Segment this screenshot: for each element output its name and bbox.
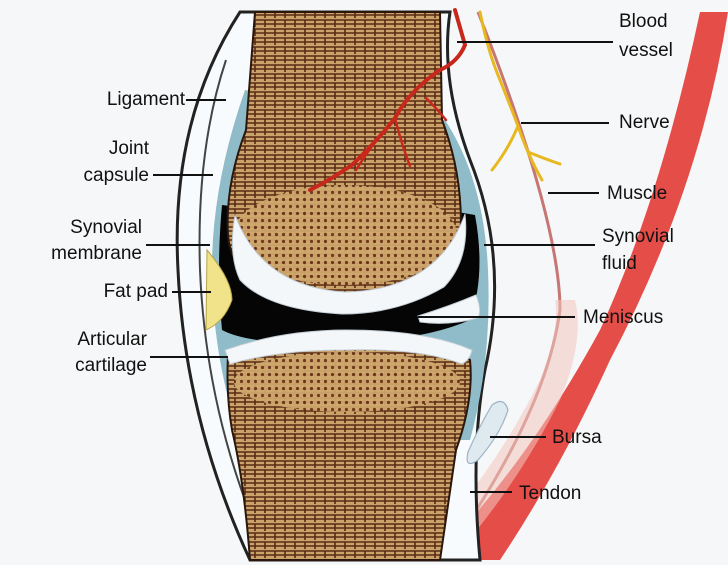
label-muscle: Muscle: [607, 183, 668, 204]
label-articular-cartilage-line2: cartilage: [75, 355, 147, 376]
label-ligament: Ligament: [106, 89, 185, 110]
upper-cartilage: [231, 213, 467, 315]
label-synovial-membrane-line1: Synovial: [70, 217, 142, 238]
bursa: [466, 400, 509, 465]
label-articular-cartilage-line1: Articular: [77, 329, 147, 350]
label-nerve: Nerve: [619, 112, 670, 133]
lower-spongy-bone: [234, 352, 460, 412]
label-synovial-fluid-line1: Synovial: [602, 226, 674, 247]
fat-pad: [205, 248, 233, 331]
ligament: [198, 59, 246, 501]
nerve: [478, 10, 562, 182]
upper-spongy-bone: [233, 185, 457, 285]
label-joint-capsule-line1: Joint: [108, 138, 149, 159]
lower-cartilage: [224, 329, 473, 365]
label-blood-vessel-line1: Blood: [619, 11, 668, 32]
label-fat-pad: Fat pad: [103, 281, 168, 302]
label-joint-capsule-line2: capsule: [83, 165, 150, 186]
label-tendon: Tendon: [519, 483, 582, 504]
leader-lines: [146, 41, 613, 493]
tendon: [448, 300, 578, 548]
muscle: [440, 12, 728, 560]
label-blood-vessel-line2: vessel: [619, 40, 673, 61]
label-bursa: Bursa: [552, 427, 602, 448]
label-synovial-fluid-line2: fluid: [602, 253, 637, 274]
label-meniscus: Meniscus: [583, 307, 664, 328]
label-synovial-membrane-line2: membrane: [51, 243, 142, 264]
